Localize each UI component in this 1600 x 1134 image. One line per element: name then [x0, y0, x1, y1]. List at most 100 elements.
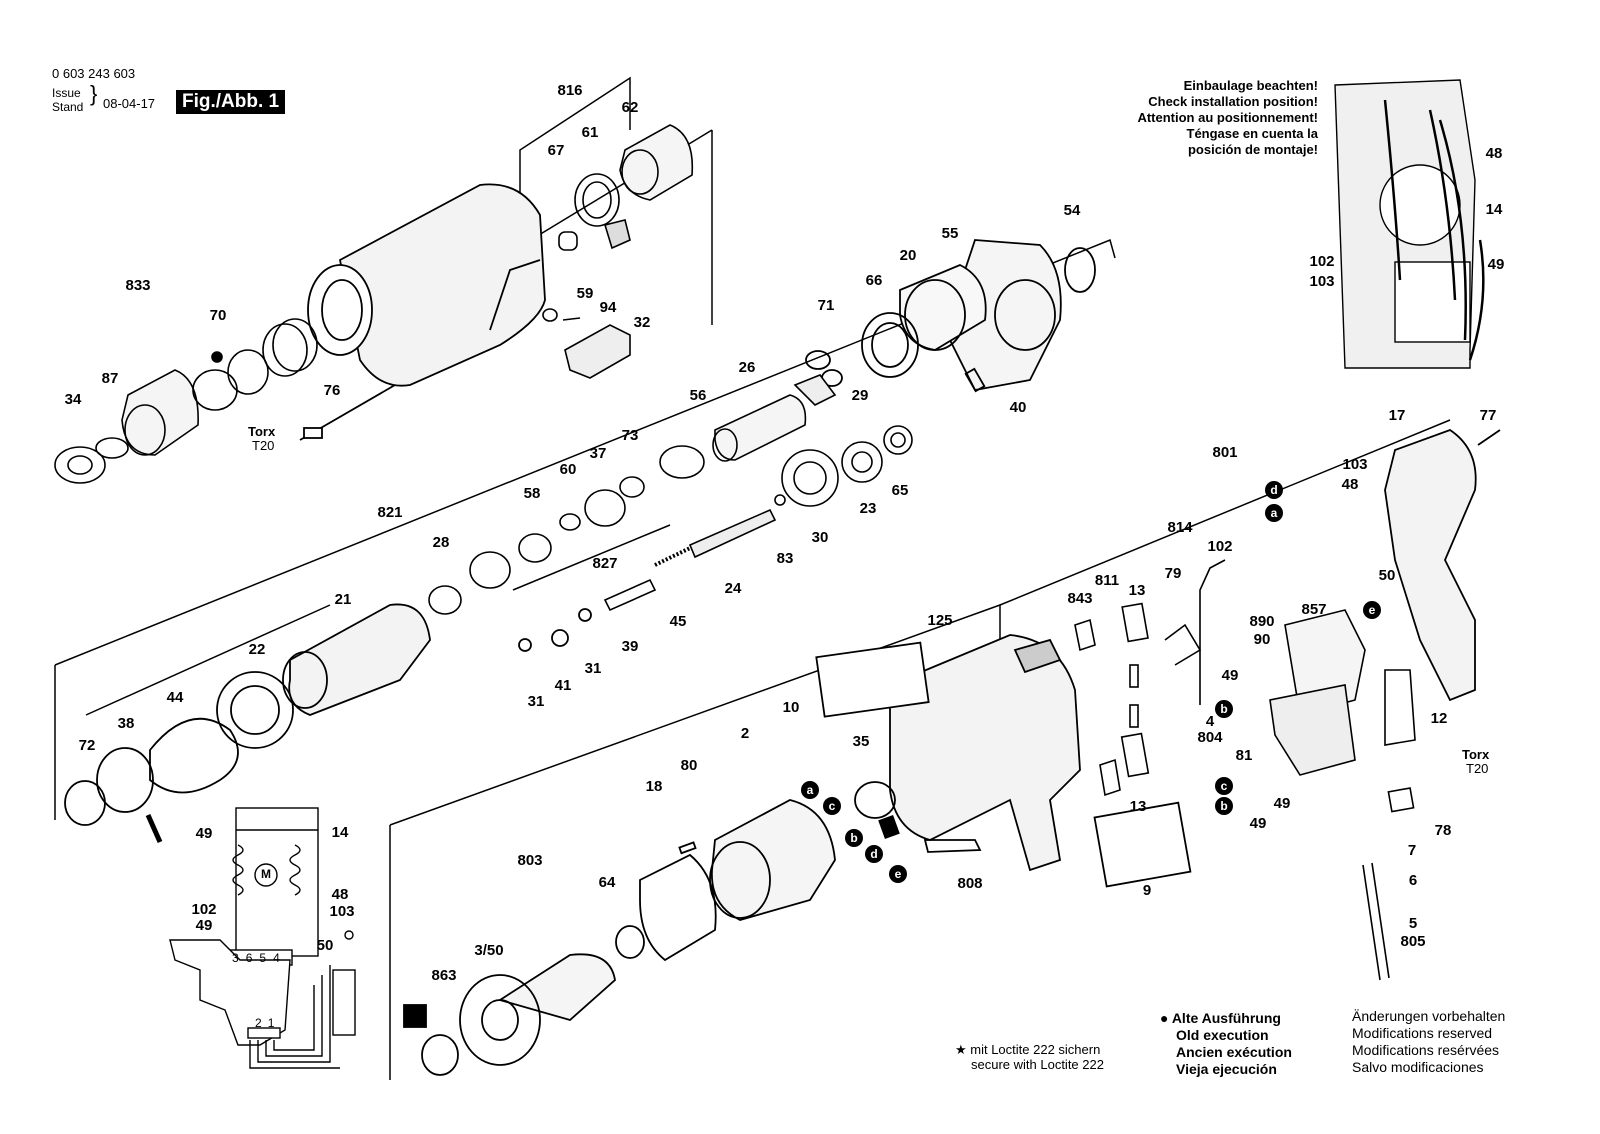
issue-label: Issue: [52, 86, 81, 100]
callout-label: 30: [812, 529, 829, 546]
callout-label: 890: [1249, 613, 1274, 630]
callout-label: 21: [335, 591, 352, 608]
callout-label: 14: [1486, 201, 1503, 218]
schematic-terminal: 4: [273, 951, 287, 965]
svg-text:a: a: [1271, 506, 1278, 520]
callout-label: 816: [557, 82, 582, 99]
callout-label: 13: [1130, 798, 1147, 815]
svg-text:c: c: [829, 799, 836, 813]
svg-text:b: b: [850, 831, 857, 845]
wire-letter-badge: b: [1215, 700, 1233, 718]
brace: }: [90, 81, 98, 106]
callout-label: 37: [590, 445, 607, 462]
schematic-switch-term: 2: [255, 1016, 268, 1030]
figure-label: Fig./Abb. 1: [176, 90, 286, 114]
callout-label: 49: [1222, 667, 1239, 684]
callout-label: 80: [681, 757, 698, 774]
callout-label: 103: [1309, 273, 1334, 290]
callout-label: 50: [317, 937, 334, 954]
callout-label: 803: [517, 852, 542, 869]
callout-label: 12: [1431, 710, 1448, 727]
callout-label: 35: [853, 733, 870, 750]
schematic-terminals: 3654: [232, 951, 287, 965]
callout-label: 71: [818, 297, 835, 314]
modifications-line: Modifications reserved: [1352, 1025, 1493, 1041]
switch-parts: [1074, 559, 1416, 981]
install-note-line: Einbaulage beachten!: [1183, 78, 1318, 93]
callout-label: 9: [1143, 882, 1151, 899]
gear-housing: [299, 183, 546, 441]
flange-parts: [805, 239, 1096, 393]
install-note-line: Téngase en cuenta la: [1186, 126, 1319, 141]
callout-label: 49: [196, 917, 213, 934]
loctite-note: ★ mit Loctite 222 sichern secure with Lo…: [955, 1042, 1104, 1072]
callout-label: 103: [1342, 456, 1367, 473]
callout-label: 60: [560, 461, 577, 478]
callout-label: 58: [524, 485, 541, 502]
svg-text:b: b: [1220, 799, 1227, 813]
callout-label: 48: [332, 886, 349, 903]
callout-label: 31: [585, 660, 602, 677]
callout-label: 55: [942, 225, 959, 242]
callout-label: 31: [528, 693, 545, 710]
wiring-schematic: [169, 807, 356, 1069]
callout-label: 17: [1389, 407, 1406, 424]
callout-label: 62: [622, 99, 639, 116]
callout-label: 73: [622, 427, 639, 444]
torx-text: Torx: [1462, 747, 1490, 762]
callout-label: 64: [599, 874, 616, 891]
bearing-parts: [542, 124, 694, 379]
svg-text:d: d: [1270, 483, 1277, 497]
wire-letter-badge: e: [889, 865, 907, 883]
callout-label: 20: [900, 247, 917, 264]
callout-label: 23: [860, 500, 877, 517]
wire-letter-badge: a: [1265, 504, 1283, 522]
callout-label: 65: [892, 482, 909, 499]
callout-label: 41: [555, 677, 572, 694]
callout-label: 857: [1301, 601, 1326, 618]
handle-part: [1384, 428, 1501, 702]
torx-label-right: Torx T20: [1462, 748, 1489, 776]
callout-label: 44: [167, 689, 184, 706]
callout-label: 94: [600, 299, 617, 316]
modifications-line: Salvo modificaciones: [1352, 1059, 1484, 1075]
wire-letter-badge: b: [845, 829, 863, 847]
callout-label: 79: [1165, 565, 1182, 582]
old-execution-line: Ancien exécution: [1176, 1044, 1292, 1060]
callout-label: 863: [431, 967, 456, 984]
callout-label: 77: [1480, 407, 1497, 424]
callout-label: 48: [1486, 145, 1503, 162]
modifications-line: Änderungen vorbehalten: [1352, 1008, 1506, 1024]
install-note-line: posición de montaje!: [1187, 142, 1318, 157]
svg-text:c: c: [1221, 779, 1228, 793]
callout-label: 48: [1342, 476, 1359, 493]
chuck-parts: [54, 318, 318, 484]
callout-label: 805: [1400, 933, 1425, 950]
schematic-switch-terms: 21: [255, 1016, 280, 1030]
callout-label: 29: [852, 387, 869, 404]
old-execution-legend: ● Alte Ausführung Old execution Ancien e…: [1160, 1010, 1292, 1078]
callout-label: 103: [329, 903, 354, 920]
callout-label: 81: [1236, 747, 1253, 764]
wiring-photo: [1334, 79, 1485, 369]
callout-label: 102: [191, 901, 216, 918]
callout-label: 49: [196, 825, 213, 842]
callout-label: 67: [548, 142, 565, 159]
callout-label: 811: [1095, 572, 1119, 589]
callout-label: 49: [1274, 795, 1291, 812]
torx-label-left: Torx T20: [248, 425, 275, 453]
callout-label: 32: [634, 314, 651, 331]
callout-label: 66: [866, 272, 883, 289]
callout-label: 2: [741, 725, 749, 742]
callout-label: 804: [1197, 729, 1223, 746]
callout-label: 7: [1408, 842, 1416, 859]
callout-label: 78: [1435, 822, 1452, 839]
callout-label: 56: [690, 387, 707, 404]
old-execution-line: Vieja ejecución: [1176, 1061, 1277, 1077]
schematic-terminal: 3: [232, 951, 246, 965]
wire-letter-badge: d: [865, 845, 883, 863]
